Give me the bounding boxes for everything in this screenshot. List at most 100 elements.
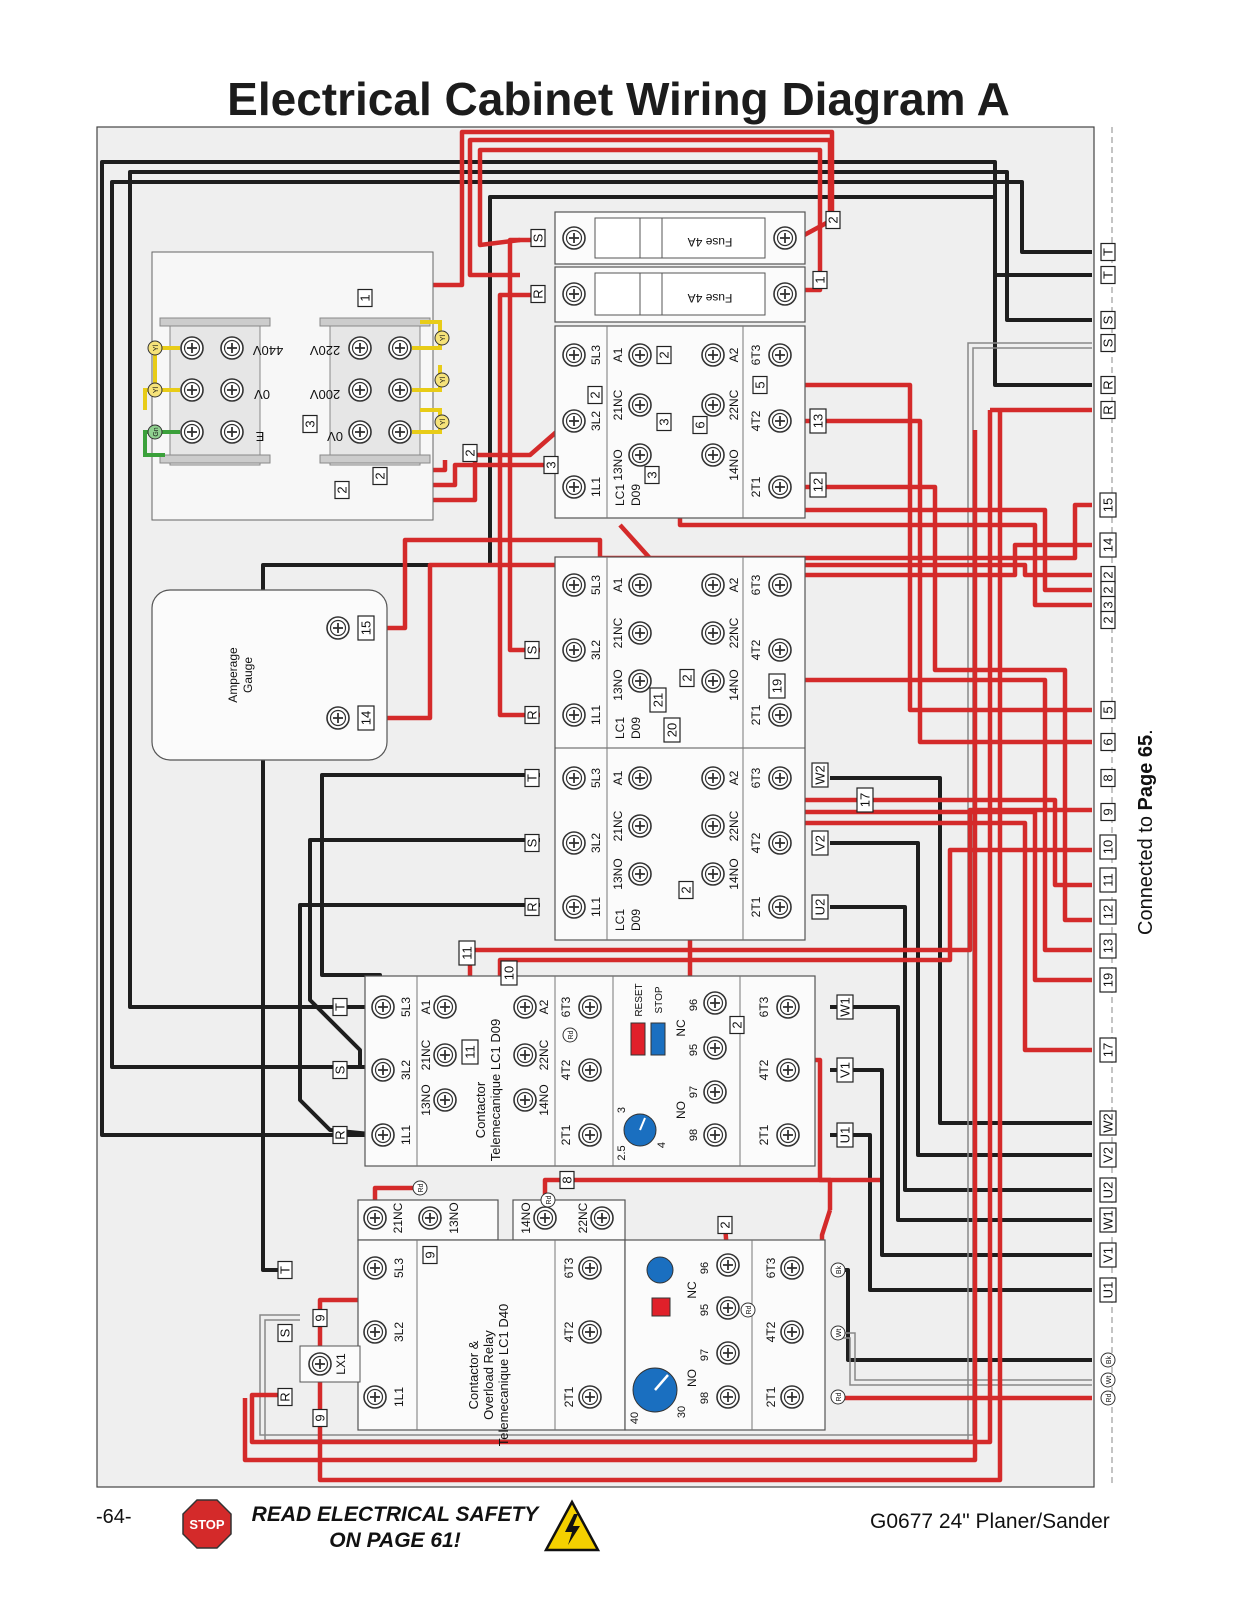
component-label: 6T3 <box>749 574 763 595</box>
component-label: NC <box>674 1019 688 1037</box>
svg-text:8: 8 <box>560 1176 575 1183</box>
component-label: 200V <box>309 387 340 402</box>
svg-text:2: 2 <box>730 1021 745 1028</box>
svg-text:T: T <box>1101 271 1116 279</box>
wire-tag: S <box>1100 310 1116 330</box>
svg-text:14: 14 <box>359 711 374 725</box>
component-label: 97 <box>688 1086 700 1098</box>
wire-color-marker: Wt <box>1100 1372 1116 1388</box>
svg-text:17: 17 <box>1101 1043 1116 1057</box>
svg-text:V2: V2 <box>1101 1147 1116 1163</box>
svg-text:Yl: Yl <box>440 376 447 383</box>
component-label: 3L2 <box>589 640 603 660</box>
component-label: 1L1 <box>589 477 603 497</box>
component-label: 5L3 <box>589 345 603 365</box>
wire-color-marker: Rd <box>540 1192 556 1208</box>
component-label: Amperage <box>226 647 240 703</box>
svg-text:1: 1 <box>358 294 373 301</box>
svg-text:Rd: Rd <box>836 1392 843 1401</box>
wire-tag: W1 <box>836 994 854 1020</box>
wire-tag: 11 <box>458 940 476 966</box>
svg-text:S: S <box>333 1065 348 1074</box>
wire-tags: TTSSRR151422325689101112131917W2V2U2W1V1… <box>277 210 1117 1428</box>
svg-text:Bk: Bk <box>1106 1355 1113 1364</box>
safety-warning-line1: READ ELECTRICAL SAFETY <box>251 1503 539 1526</box>
component-label: 21NC <box>611 617 625 648</box>
wire-color-marker: Rd <box>562 1027 578 1043</box>
component-label: D09 <box>629 717 643 739</box>
svg-text:11: 11 <box>463 1045 478 1059</box>
component-label: 5L3 <box>589 768 603 788</box>
contactor-mid <box>554 556 806 941</box>
component-label: 14NO <box>537 1084 551 1115</box>
svg-text:S: S <box>1101 315 1116 324</box>
svg-text:Rd: Rd <box>546 1195 553 1204</box>
wire-tag: 9 <box>312 1408 328 1428</box>
component-label: 2T1 <box>749 896 763 917</box>
component-label: 22NC <box>727 617 741 648</box>
component-label: 97 <box>699 1349 711 1361</box>
wire-tag: W2 <box>811 762 829 788</box>
wire-tag: U2 <box>811 894 829 920</box>
contactor-lower <box>364 975 816 1167</box>
component-label: 6T3 <box>757 996 771 1017</box>
svg-text:T: T <box>525 774 540 782</box>
wire-tag: T <box>332 997 348 1017</box>
component-label: 1L1 <box>589 705 603 725</box>
product-name: G0677 24" Planer/Sander <box>870 1510 1110 1533</box>
svg-text:Rd: Rd <box>418 1183 425 1192</box>
svg-text:Rd: Rd <box>568 1030 575 1039</box>
component-label: 3L2 <box>589 833 603 853</box>
wire-tag: 14 <box>357 705 375 731</box>
component-label: 13NO <box>611 669 625 700</box>
wire-tag: T <box>524 768 540 788</box>
red-button <box>651 1297 671 1317</box>
svg-text:Yl: Yl <box>440 418 447 425</box>
svg-text:Yl: Yl <box>153 344 160 351</box>
svg-text:3: 3 <box>1101 601 1116 608</box>
component-label: A1 <box>611 770 625 785</box>
component-label: 2T1 <box>562 1386 576 1407</box>
wire-tag: 2 <box>825 210 841 230</box>
wire-tag: S <box>332 1060 348 1080</box>
svg-text:V1: V1 <box>838 1062 853 1078</box>
component-label: 220V <box>309 343 340 358</box>
svg-text:15: 15 <box>359 621 374 635</box>
component-label: 4T2 <box>559 1059 573 1080</box>
wire-color-marker: Yl <box>434 372 450 388</box>
wire-tag: 11 <box>461 1039 479 1065</box>
component-label: 4 <box>656 1142 668 1148</box>
component-label: 4T2 <box>749 832 763 853</box>
svg-text:U2: U2 <box>813 899 828 916</box>
svg-text:15: 15 <box>1101 498 1116 512</box>
wire-tag: V2 <box>1099 1142 1117 1168</box>
svg-text:S: S <box>1101 338 1116 347</box>
wire-color-marker: Bk <box>1100 1352 1116 1368</box>
svg-text:S: S <box>278 1328 293 1337</box>
connected-note: Connected to Page 65. <box>1135 729 1157 935</box>
wire-tag: 21 <box>649 687 667 713</box>
component-label: 5L3 <box>589 575 603 595</box>
svg-text:2: 2 <box>826 216 841 223</box>
component-label: D09 <box>629 484 643 506</box>
component-label: Telemecanique LC1 D09 <box>488 1019 503 1161</box>
wire-tag: U1 <box>1099 1277 1117 1303</box>
component-label: 21NC <box>611 810 625 841</box>
svg-text:9: 9 <box>1101 808 1116 815</box>
wire-tag: 2 <box>656 345 672 365</box>
svg-text:2: 2 <box>335 486 350 493</box>
svg-text:V2: V2 <box>813 835 828 851</box>
svg-text:19: 19 <box>1101 973 1116 987</box>
component-label: 0V <box>327 429 343 444</box>
svg-text:Wt: Wt <box>836 1329 843 1338</box>
component-label: 6T3 <box>749 344 763 365</box>
wire-tag: S <box>530 228 546 248</box>
wire-tag: R <box>277 1387 293 1407</box>
svg-text:Yl: Yl <box>153 386 160 393</box>
svg-text:T: T <box>278 1266 293 1274</box>
stop-sign-icon: STOP <box>182 1499 232 1549</box>
wire-tag: 10 <box>500 960 518 986</box>
wire-tag: 3 <box>543 455 559 475</box>
svg-text:13: 13 <box>1101 939 1116 953</box>
